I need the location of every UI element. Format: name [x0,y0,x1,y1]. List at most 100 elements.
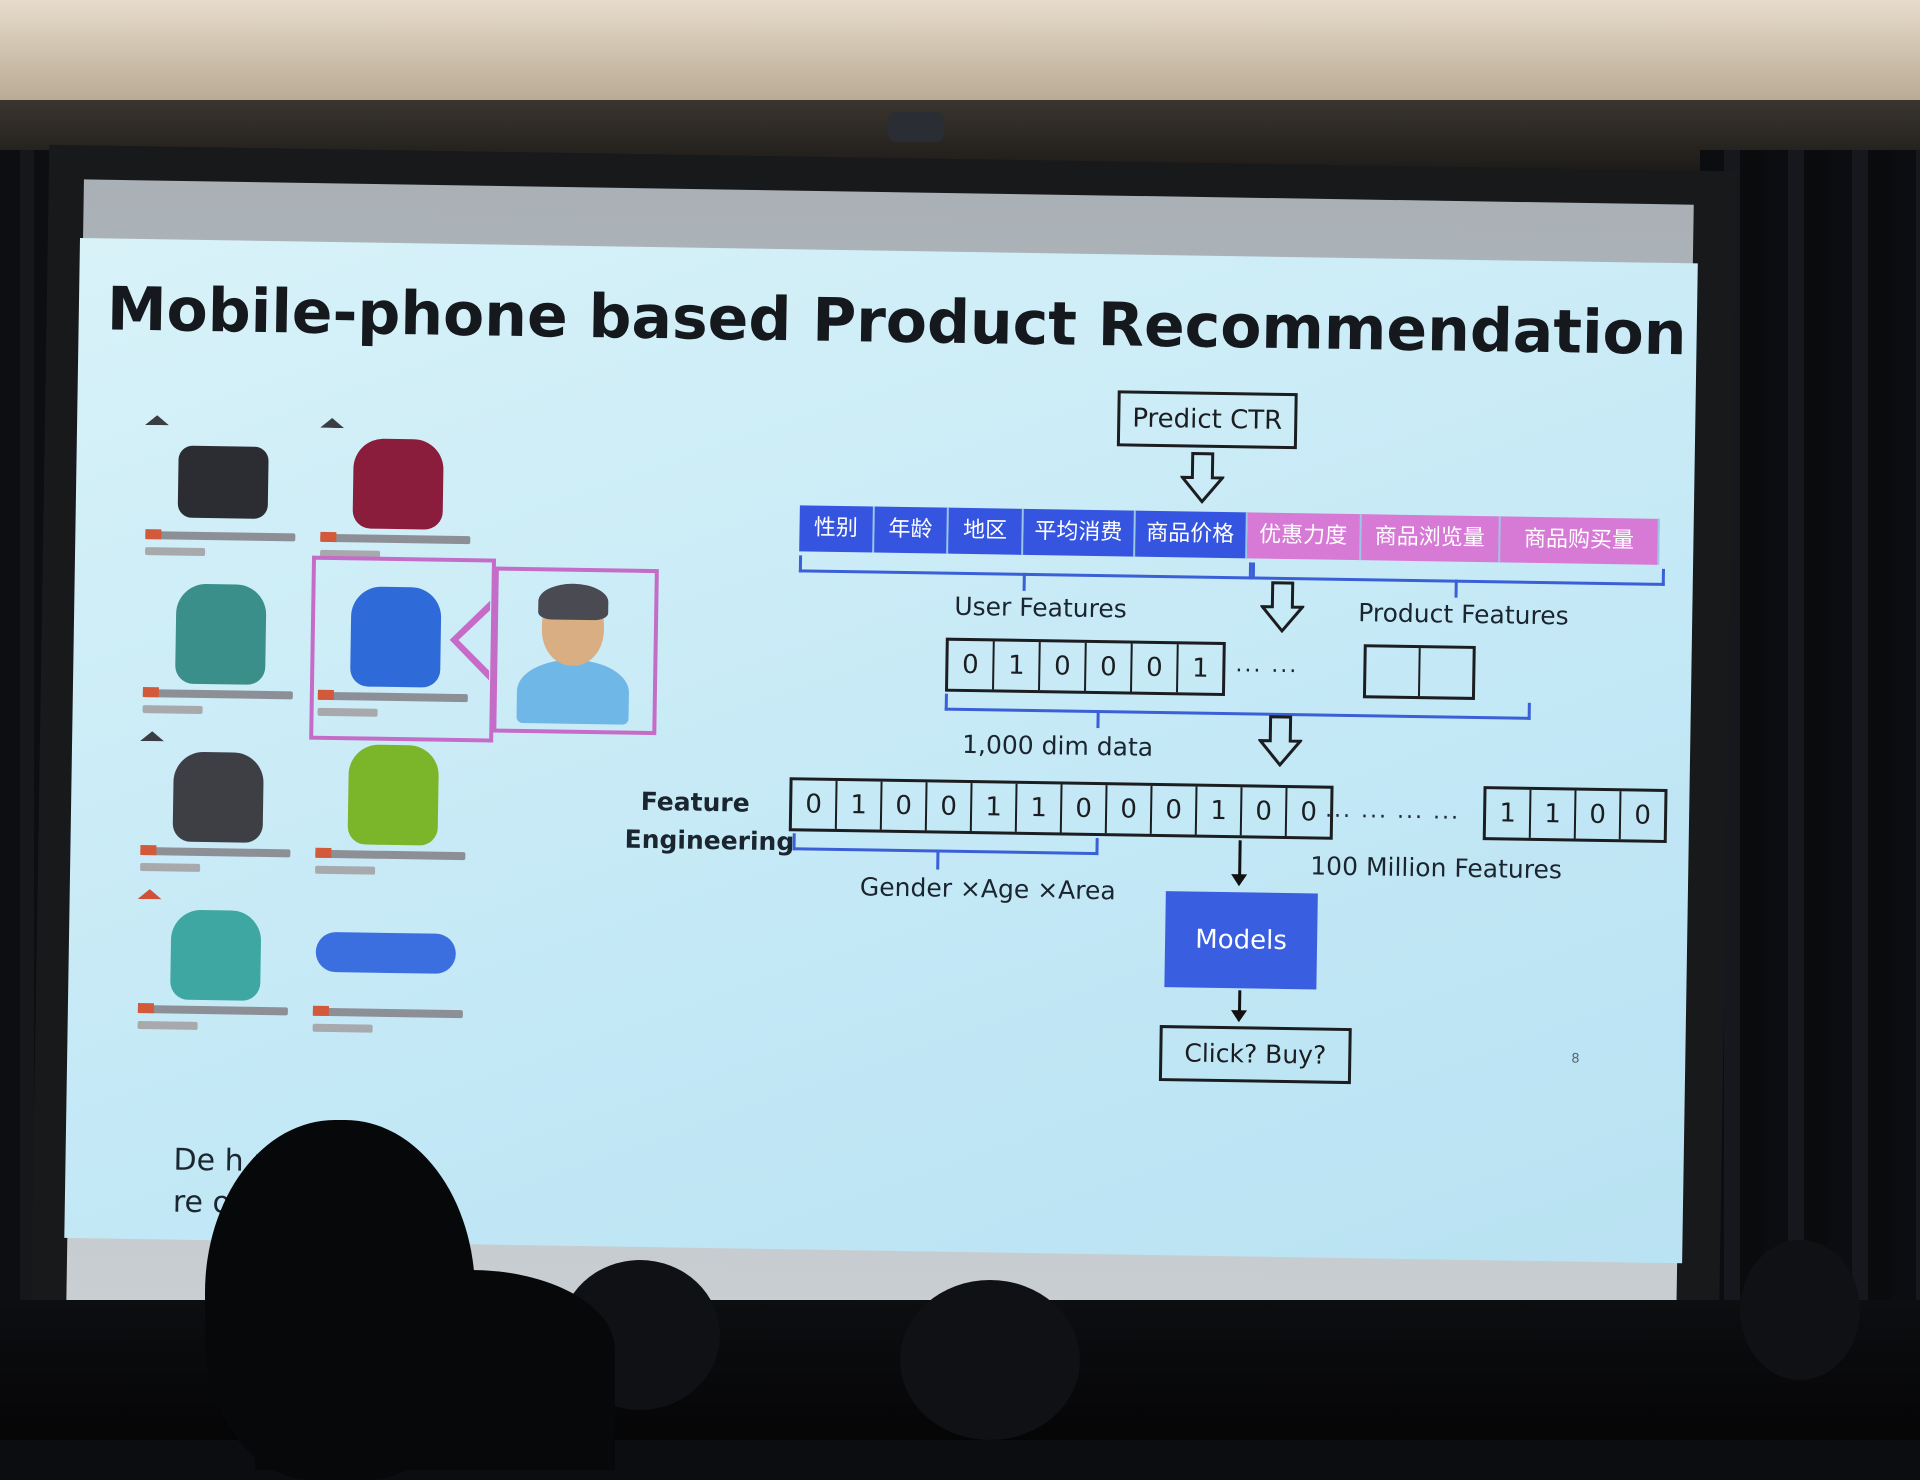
audience-head [1740,1240,1860,1380]
empty-bit [1420,648,1473,697]
brace-tick [1454,579,1458,598]
projector [888,112,944,142]
feature-column-product: 商品购买量 [1500,516,1660,565]
product-tag [137,1003,154,1014]
product-card [137,415,309,576]
product-card [307,734,479,895]
product-caption [312,1007,463,1019]
product-card [312,418,484,579]
slide-page-number: 8 [1571,1051,1580,1067]
product-caption [320,533,471,545]
bit-cell: 1 [1530,789,1577,839]
feature-column-user: 地区 [948,507,1024,555]
bit-cell: 0 [1040,642,1087,691]
bit-cell: 0 [1300,797,1318,828]
bag-image [347,744,440,846]
bit-cell: 0 [1575,790,1622,840]
feature-column-user: 平均消费 [1023,508,1136,557]
bag-image [172,751,264,843]
bag-image [170,909,262,1001]
nike-logo-icon [138,889,162,899]
bit-cell: 0 [926,782,973,832]
foreground-shoulders-silhouette [255,1270,615,1470]
bag-image [177,445,269,519]
adidas-logo-icon [320,418,344,428]
ceiling [0,0,1920,100]
feature-engineering-label: Feature Engineering [624,783,795,861]
product-price [142,705,203,714]
bit-cell: 1 [836,780,883,830]
feature-column-user: 商品价格 [1134,510,1248,559]
product-card [129,889,301,1050]
product-tag [320,531,337,543]
adidas-logo-icon [140,731,164,741]
feature-engineering-line-1: Feature [640,786,750,818]
presentation-slide: Mobile-phone based Product Recommendatio… [64,238,1698,1264]
selected-product-highlight [309,555,497,743]
product-tag [315,847,332,859]
ellipsis: ... ... ... ... [1324,797,1461,825]
brace-tick [936,849,940,870]
brace-tick [1022,572,1026,591]
user-features-brace [798,555,1256,580]
feature-bar: 性别年龄地区平均消费商品价格优惠力度商品浏览量商品购买量 [799,505,1660,565]
dim-data-label: 1,000 dim data [961,729,1154,762]
bit-vector-tail [1362,644,1476,700]
product-price [315,865,376,875]
product-tag [140,845,157,856]
audience-head [900,1280,1080,1440]
product-price [140,863,201,872]
curtain-right [1700,150,1920,1300]
user-features-label: User Features [954,591,1127,624]
avatar-body [516,658,630,725]
bit-cell: 0 [791,780,838,829]
product-price [137,1021,198,1030]
feature-column-user: 年龄 [873,506,950,554]
product-caption [140,847,291,858]
bit-cell: 1 [1191,653,1209,684]
arrow-down-icon [1237,990,1242,1013]
user-avatar-box [492,566,659,736]
bit-cell: 0 [1151,785,1198,835]
product-card [132,731,304,892]
product-grid [129,415,509,1081]
feature-column-user: 性别 [799,505,875,553]
bit-cell: 0 [1106,785,1153,834]
waist-bag-image [315,931,457,974]
product-card [134,573,306,734]
product-caption [137,1005,288,1016]
brace-tick [1096,710,1100,729]
product-card [304,892,476,1053]
cross-feature-brace [792,833,1099,856]
product-features-label: Product Features [1358,598,1569,631]
down-arrow-icon [1257,715,1303,768]
bit-cell: 1 [1016,783,1063,833]
bit-cell: 0 [1132,643,1179,693]
bit-cell: 1 [1485,789,1532,838]
bit-cell: 1 [1196,786,1243,836]
bit-cell: 1 [971,783,1018,832]
product-tag [142,687,159,698]
down-arrow-icon [1179,451,1225,504]
product-caption [145,531,296,542]
bit-cell: 0 [948,640,995,690]
bit-cell: 0 [1086,642,1133,692]
product-price [312,1023,373,1033]
feature-engineering-line-2: Engineering [624,824,795,857]
ellipsis: ... ... [1235,652,1299,679]
bag-image [352,438,444,530]
bit-cell: 1 [994,641,1041,691]
product-tag [312,1005,329,1017]
models-box: Models [1164,891,1318,990]
hundred-million-label: 100 Million Features [1310,851,1563,885]
predict-ctr-box: Predict CTR [1116,390,1298,450]
slide-title: Mobile-phone based Product Recommendatio… [106,274,1688,370]
down-arrow-icon [1259,581,1305,634]
adidas-logo-icon [145,415,169,425]
product-price [145,547,206,557]
bit-cell: 0 [1634,800,1652,831]
arrow-down-icon [1238,840,1242,877]
